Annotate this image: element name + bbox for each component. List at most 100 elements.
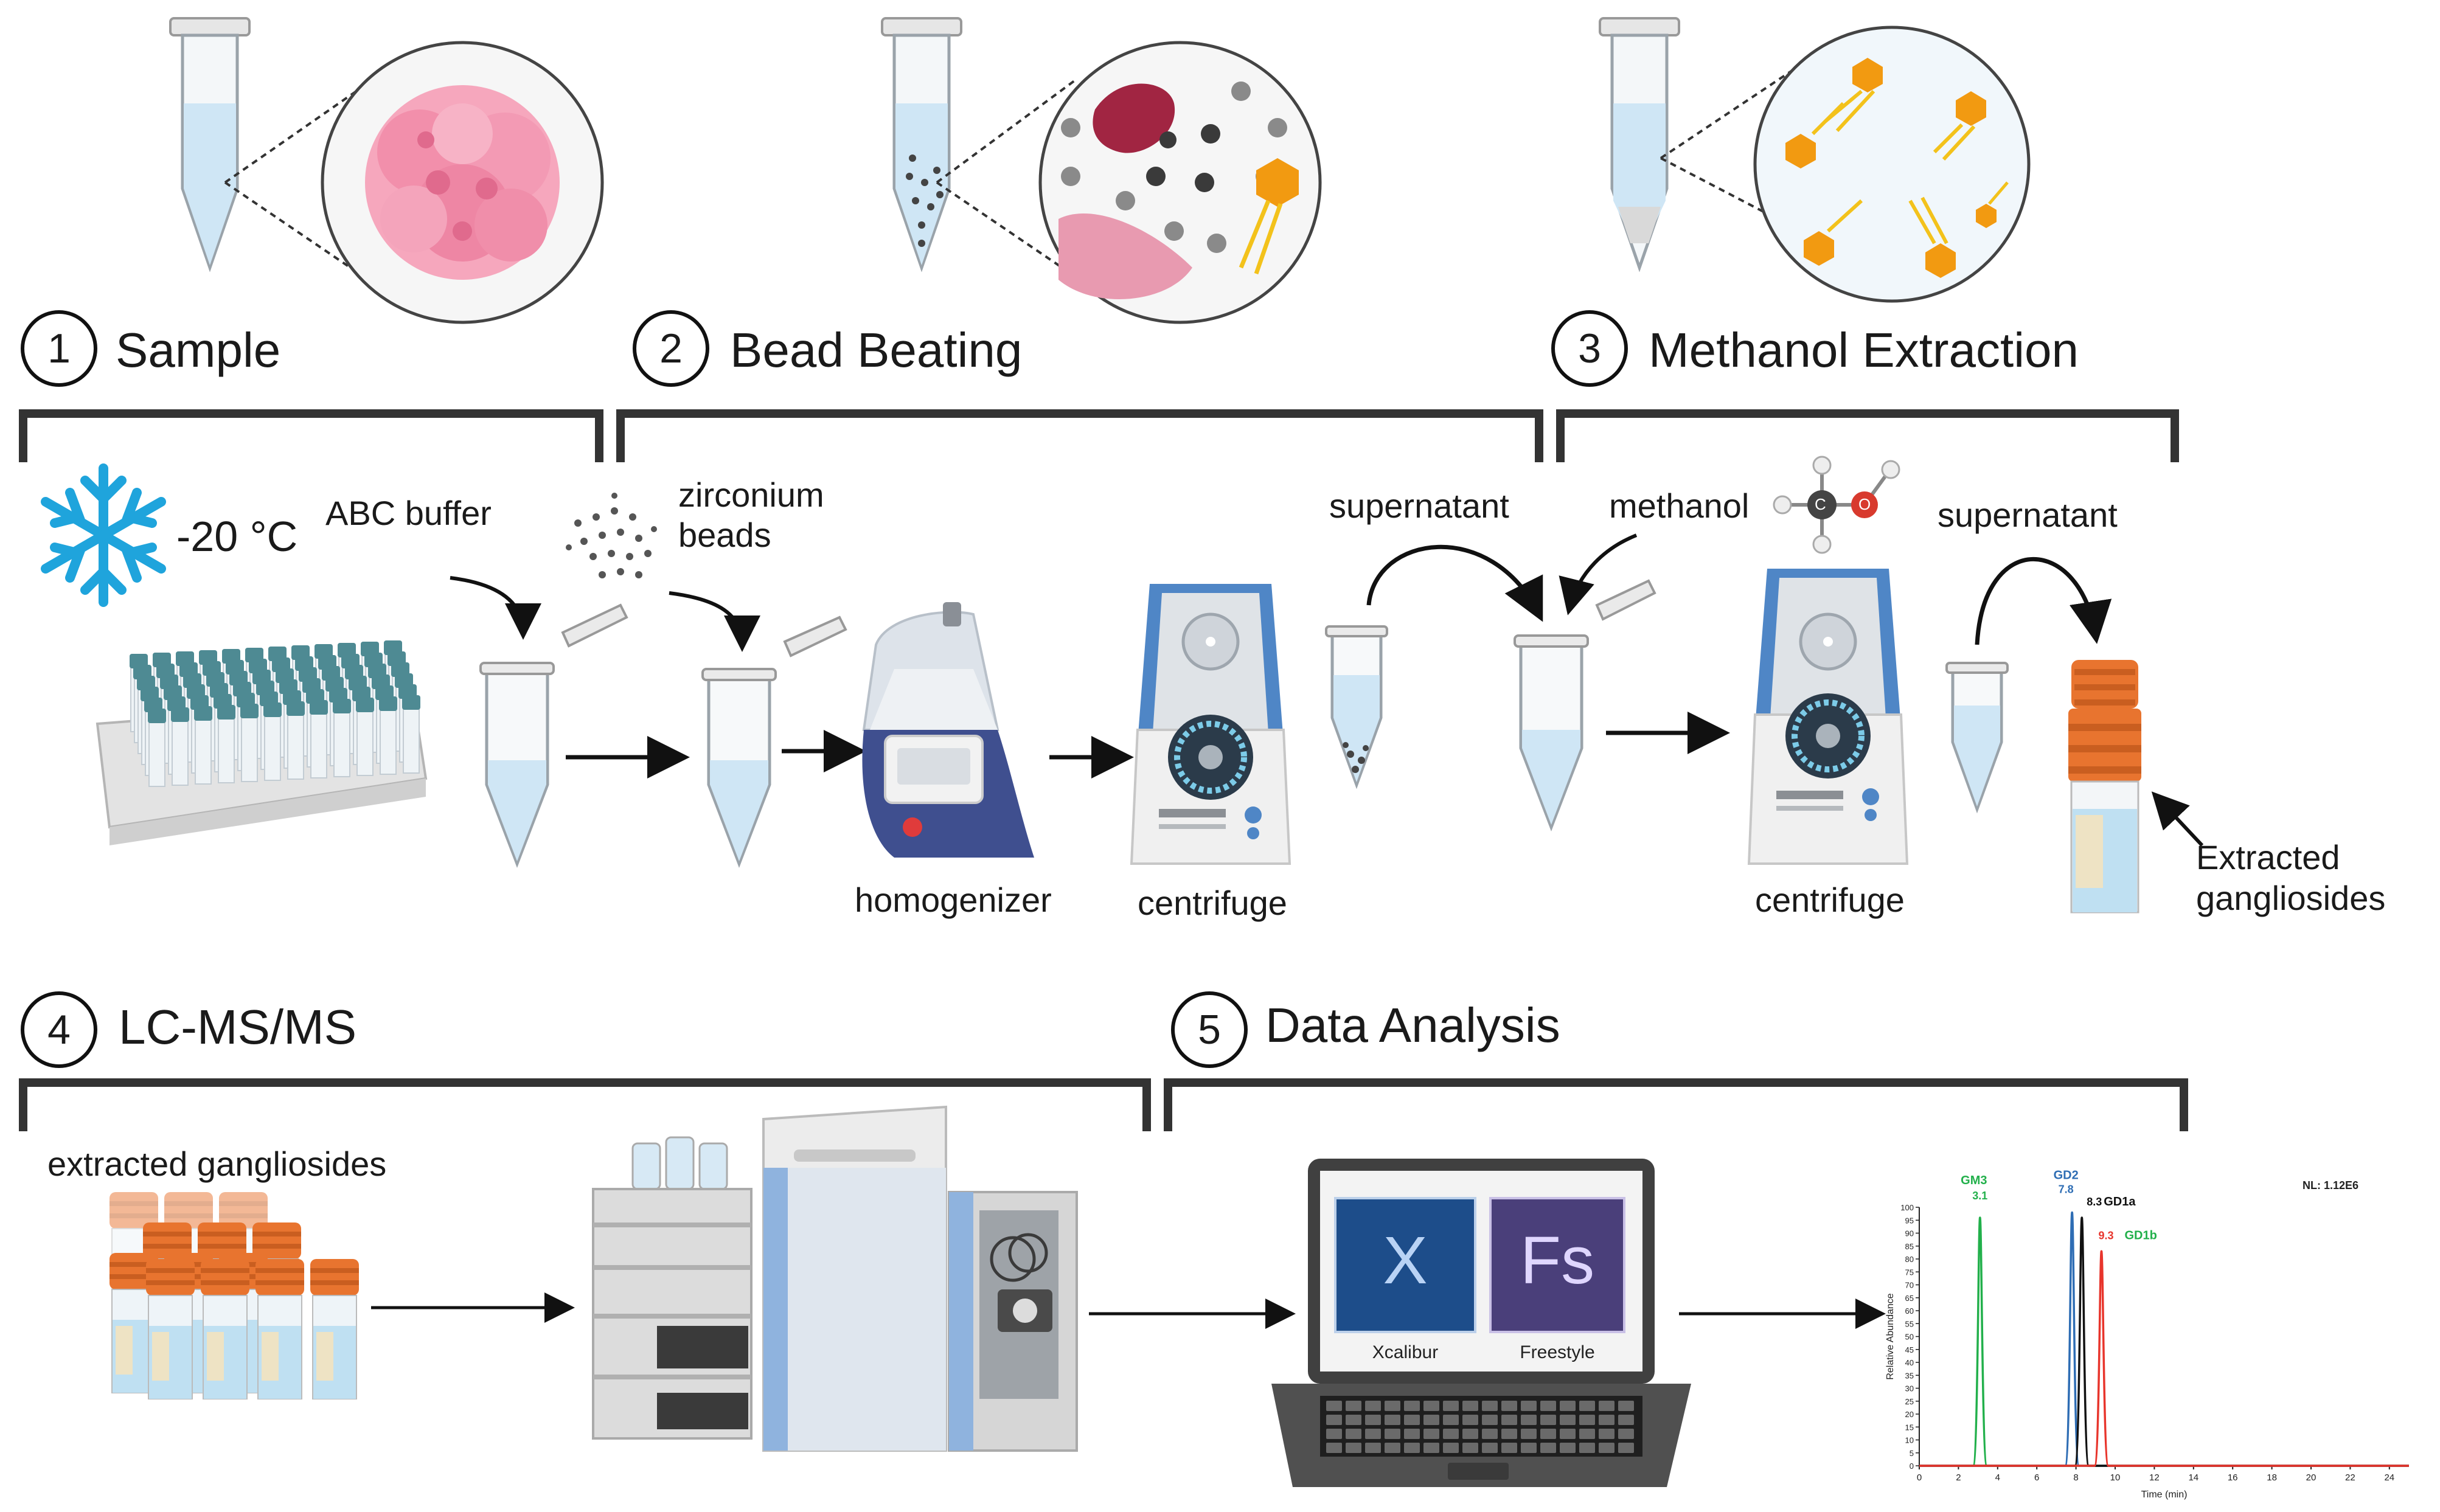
centrifuge-2-label: centrifuge xyxy=(1755,881,1905,919)
extracted-gangliosides-label: extracted gangliosides xyxy=(47,1145,387,1183)
y-tick-label: 80 xyxy=(1905,1255,1914,1264)
series-gd1b-name: GD1b xyxy=(2124,1229,2157,1242)
x-tick-label: 0 xyxy=(1917,1472,1922,1483)
homogenizer xyxy=(862,602,1034,858)
tube-supernatant xyxy=(1945,662,2009,814)
tube-pellet xyxy=(1325,625,1388,789)
y-tick-label: 100 xyxy=(1900,1203,1914,1212)
tube-abc xyxy=(479,603,628,868)
centrifuge-1-label: centrifuge xyxy=(1138,884,1287,922)
gangliosides xyxy=(1785,58,2009,278)
tube-methanol xyxy=(1514,579,1656,831)
step-1-title: Sample xyxy=(116,323,281,377)
x-tick-label: 22 xyxy=(2345,1472,2355,1483)
step-5-title: Data Analysis xyxy=(1265,998,1560,1052)
bracket-lcms xyxy=(19,1078,1151,1131)
y-tick-label: 0 xyxy=(1910,1462,1914,1471)
zirconium-label-2: beads xyxy=(678,516,771,554)
temperature-label: -20 °C xyxy=(176,513,298,560)
series-gd1b-rt: 9.3 xyxy=(2098,1229,2113,1241)
y-tick-label: 20 xyxy=(1905,1410,1914,1419)
series-gd2-name: GD2 xyxy=(2054,1169,2079,1182)
series-gd2-rt: 7.8 xyxy=(2059,1184,2074,1196)
y-tick-label: 60 xyxy=(1905,1306,1914,1316)
series-gm3-name: GM3 xyxy=(1961,1174,1987,1187)
freestyle-icon xyxy=(1489,1197,1625,1333)
xcalibur-label: Xcalibur xyxy=(1372,1342,1438,1362)
cell-cluster xyxy=(365,85,560,280)
abc-buffer-label: ABC buffer xyxy=(325,494,492,532)
step-4-title: LC-MS/MS xyxy=(119,1000,357,1054)
homogenizer-label: homogenizer xyxy=(855,881,1052,919)
step-2-title: Bead Beating xyxy=(730,323,1023,377)
x-tick-label: 8 xyxy=(2073,1472,2078,1483)
y-tick-label: 45 xyxy=(1905,1345,1914,1354)
bracket-methanol xyxy=(1556,409,2179,462)
y-tick-label: 35 xyxy=(1905,1371,1914,1380)
y-tick-label: 90 xyxy=(1905,1229,1914,1238)
atom-oxygen: O xyxy=(1858,495,1871,513)
xcalibur-icon xyxy=(1334,1197,1476,1333)
step-3-title: Methanol Extraction xyxy=(1649,323,2079,377)
series-gm3-rt: 3.1 xyxy=(1972,1190,1987,1202)
y-tick-label: 40 xyxy=(1905,1358,1914,1367)
series-gd1a-rt: 8.3 xyxy=(2087,1196,2102,1208)
y-axis-label: Relative Abundance xyxy=(1885,1293,1896,1379)
step-5-number: 5 xyxy=(1171,991,1248,1068)
zirconium-beads xyxy=(566,493,657,578)
series-gd1b-line xyxy=(1919,1250,2409,1467)
xcalibur-glyph: X xyxy=(1383,1223,1427,1298)
methanol-molecule-icon xyxy=(1773,456,1900,554)
y-tick-label: 25 xyxy=(1905,1397,1914,1406)
y-tick-label: 65 xyxy=(1905,1294,1914,1303)
series-gm3-line xyxy=(1919,1216,2409,1467)
bracket-data xyxy=(1164,1078,2188,1131)
y-tick-label: 75 xyxy=(1905,1268,1914,1277)
series-gd1a-line xyxy=(1919,1216,2409,1467)
y-tick-label: 50 xyxy=(1905,1333,1914,1342)
x-tick-label: 14 xyxy=(2188,1472,2198,1483)
atom-carbon: C xyxy=(1815,495,1826,513)
step-4-number: 4 xyxy=(21,991,97,1068)
step-2-number: 2 xyxy=(633,310,709,387)
y-tick-label: 55 xyxy=(1905,1319,1914,1328)
x-tick-label: 6 xyxy=(2034,1472,2039,1483)
series-gd1a-name: GD1a xyxy=(2104,1195,2136,1209)
zirconium-label-1: zirconium xyxy=(678,476,824,514)
bracket-sample xyxy=(19,409,603,462)
x-tick-label: 24 xyxy=(2384,1472,2394,1483)
y-tick-label: 15 xyxy=(1905,1423,1914,1432)
y-tick-label: 70 xyxy=(1905,1281,1914,1290)
vial-cluster xyxy=(109,1192,359,1399)
solvent-bottles xyxy=(631,1136,728,1190)
tube-zoom-methanol xyxy=(1599,17,2031,303)
y-tick-label: 10 xyxy=(1905,1436,1914,1445)
x-tick-label: 10 xyxy=(2110,1472,2121,1483)
y-tick-label: 85 xyxy=(1905,1242,1914,1251)
x-tick-label: 12 xyxy=(2149,1472,2160,1483)
centrifuge-1 xyxy=(1130,584,1291,865)
supernatant-2-label: supernatant xyxy=(1938,496,2118,534)
sample-rack xyxy=(96,640,428,845)
tube-zoom-bead-beating xyxy=(881,17,1322,324)
normalization-label: NL: 1.12E6 xyxy=(2303,1179,2358,1191)
freestyle-label: Freestyle xyxy=(1520,1342,1594,1362)
y-tick-label: 95 xyxy=(1905,1216,1914,1225)
y-tick-label: 5 xyxy=(1910,1449,1914,1458)
methanol-label: methanol xyxy=(1609,487,1750,525)
freestyle-glyph: Fs xyxy=(1520,1223,1594,1298)
tube-zoom-sample xyxy=(169,17,604,324)
bracket-bead-beating xyxy=(616,409,1543,462)
x-axis-label: Time (min) xyxy=(2141,1489,2188,1500)
step-3-number: 3 xyxy=(1551,310,1628,387)
snowflake-icon xyxy=(41,463,166,607)
lc-ms-instrument xyxy=(592,1105,1078,1452)
x-tick-label: 2 xyxy=(1956,1472,1961,1483)
extracted-label-2: gangliosides xyxy=(2196,879,2386,917)
extracted-label-1: Extracted xyxy=(2196,838,2340,876)
centrifuge-2 xyxy=(1747,569,1909,865)
supernatant-1-label: supernatant xyxy=(1329,487,1509,525)
vial-extracted xyxy=(2068,660,2141,914)
step-1-number: 1 xyxy=(21,310,97,387)
